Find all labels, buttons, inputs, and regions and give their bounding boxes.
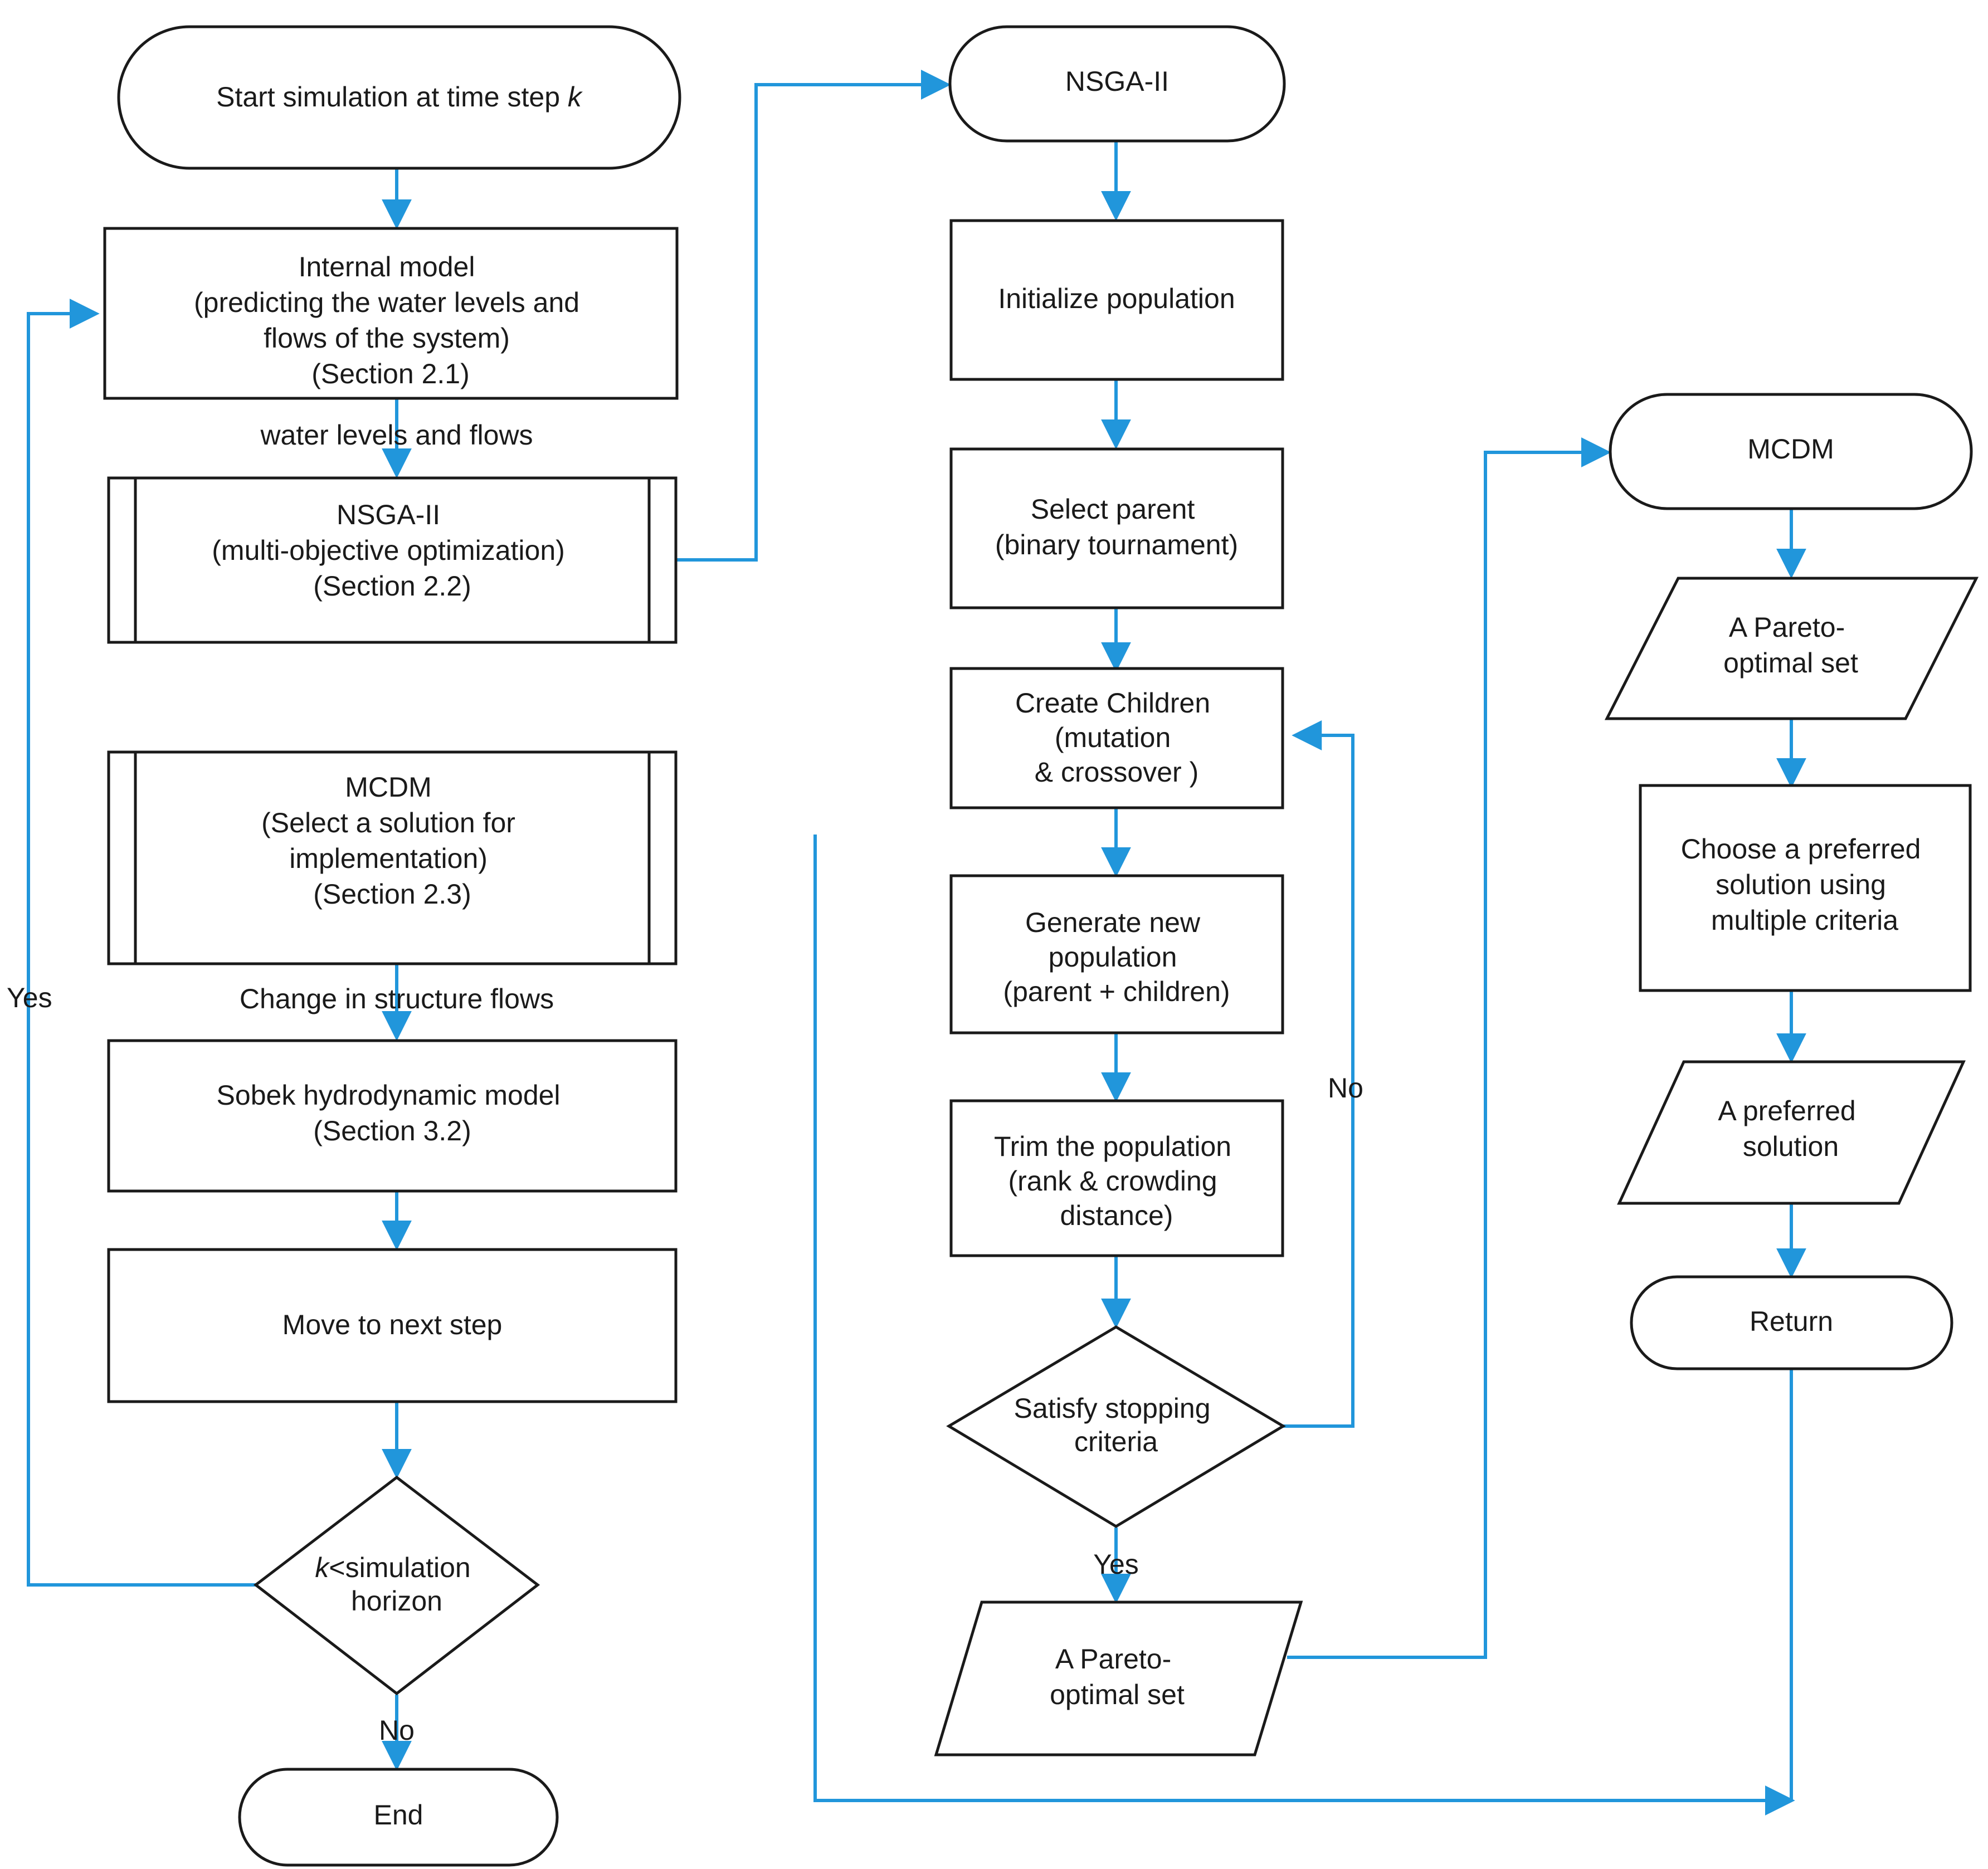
edge-nsga2-call-to-nsga2-subroutine [676, 70, 951, 562]
satisfy-stopping-criteria-label: Satisfy stopping criteria [1014, 1393, 1219, 1457]
select-parent-shape [949, 447, 1284, 609]
pareto-set-nsga2-shape [934, 1600, 1303, 1756]
select-parent-label: Select parent (binary tournament) [995, 494, 1238, 560]
node-internal-model[interactable]: Internal model (predicting the water lev… [103, 227, 679, 400]
start-simulation-label: Start simulation at time step k [216, 81, 583, 113]
node-pareto-set-mcdm[interactable]: A Pareto- optimal set [1604, 577, 1979, 720]
nsga2-call-label: NSGA-II (multi-objective optimization) (… [212, 499, 572, 602]
node-mcdm-call[interactable]: MCDM (Select a solution for implementati… [107, 750, 678, 965]
trim-population-label: Trim the population (rank & crowding dis… [994, 1131, 1239, 1231]
node-generate-new-population[interactable]: Generate new population (parent + childr… [949, 874, 1284, 1034]
trim-population-shape [949, 1099, 1284, 1257]
internal-model-shape [103, 227, 679, 400]
sobek-model-shape [107, 1039, 678, 1193]
sobek-model-label: Sobek hydrodynamic model (Section 3.2) [217, 1080, 568, 1146]
edge-pareto-set-to-mcdm-start [1287, 437, 1611, 1659]
preferred-solution-label: A preferred solution [1718, 1095, 1863, 1162]
node-return[interactable]: Return [1630, 1275, 1953, 1370]
node-mcdm-start[interactable]: MCDM [1609, 393, 1973, 510]
nsga2-start-shape [948, 25, 1286, 143]
node-choose-preferred-solution[interactable]: Choose a preferred solution using multip… [1639, 784, 1972, 992]
node-start-simulation[interactable]: Start simulation at time step k [117, 25, 681, 170]
edge-label-loop-yes: Yes [7, 982, 52, 1013]
create-children-label: Create Children (mutation & crossover ) [1015, 687, 1218, 788]
satisfy-stopping-criteria-shape [946, 1325, 1286, 1528]
choose-preferred-solution-label: Choose a preferred solution using multip… [1681, 833, 1929, 936]
internal-model-label: Internal model (predicting the water lev… [194, 251, 587, 389]
node-create-children[interactable]: Create Children (mutation & crossover ) [949, 667, 1284, 809]
generate-new-population-shape [949, 874, 1284, 1034]
edge-stopping-criteria-no-loop [1280, 720, 1354, 1428]
initialize-population-shape [949, 219, 1284, 381]
node-select-parent[interactable]: Select parent (binary tournament) [949, 447, 1284, 609]
move-next-step-shape [107, 1248, 678, 1403]
node-trim-population[interactable]: Trim the population (rank & crowding dis… [949, 1099, 1284, 1257]
return-label: Return [1750, 1306, 1833, 1337]
nsga2-call-shape [107, 476, 678, 644]
nsga2-start-label: NSGA-II [1065, 66, 1169, 97]
node-move-next-step[interactable]: Move to next step [107, 1248, 678, 1403]
node-nsga2-call[interactable]: NSGA-II (multi-objective optimization) (… [107, 476, 678, 644]
mcdm-call-shape [107, 750, 678, 965]
return-shape [1630, 1275, 1953, 1370]
end-shape [238, 1768, 559, 1867]
create-children-shape [949, 667, 1284, 809]
edge-decision-yes-to-internal-model [27, 299, 280, 1587]
edge-return-route-to-left-column-segment [813, 835, 1795, 1816]
node-satisfy-stopping-criteria[interactable]: Satisfy stopping criteria [946, 1325, 1286, 1528]
edge-label-loop-no: No [379, 1715, 415, 1746]
node-pareto-set-nsga2[interactable]: A Pareto- optimal set [934, 1600, 1303, 1756]
edge-label-change-in-structure-flows: Change in structure flows [240, 983, 554, 1014]
mcdm-start-label: MCDM [1747, 433, 1834, 465]
edge-label-water-levels-and-flows: water levels and flows [260, 419, 533, 451]
pareto-set-nsga2-label: A Pareto- optimal set [1050, 1643, 1185, 1710]
mcdm-start-shape [1609, 393, 1973, 510]
edge-label-stopping-yes: Yes [1093, 1549, 1139, 1580]
preferred-solution-shape [1617, 1060, 1966, 1205]
initialize-population-label: Initialize population [998, 283, 1235, 314]
edge-label-stopping-no: No [1328, 1072, 1363, 1104]
mcdm-call-label: MCDM (Select a solution for implementati… [261, 772, 523, 910]
k-less-than-horizon-shape [253, 1475, 540, 1696]
node-k-less-than-horizon[interactable]: k<simulation horizon [253, 1475, 540, 1696]
move-next-step-label: Move to next step [282, 1309, 503, 1340]
node-preferred-solution[interactable]: A preferred solution [1617, 1060, 1966, 1205]
node-initialize-population[interactable]: Initialize population [949, 219, 1284, 381]
node-sobek-model[interactable]: Sobek hydrodynamic model (Section 3.2) [107, 1039, 678, 1193]
choose-preferred-solution-shape [1639, 784, 1972, 992]
pareto-set-mcdm-shape [1604, 577, 1979, 720]
end-label: End [374, 1799, 423, 1831]
node-end[interactable]: End [238, 1768, 559, 1867]
start-simulation-shape [117, 25, 681, 170]
node-nsga2-start[interactable]: NSGA-II [948, 25, 1286, 143]
connector-layer [27, 70, 1806, 1816]
pareto-set-mcdm-label: A Pareto- optimal set [1723, 612, 1858, 679]
generate-new-population-label: Generate new population (parent + childr… [1003, 907, 1230, 1007]
k-less-than-horizon-label: k<simulation horizon [315, 1552, 478, 1617]
edge-label-layer: water levels and flows Change in structu… [7, 419, 1363, 1746]
